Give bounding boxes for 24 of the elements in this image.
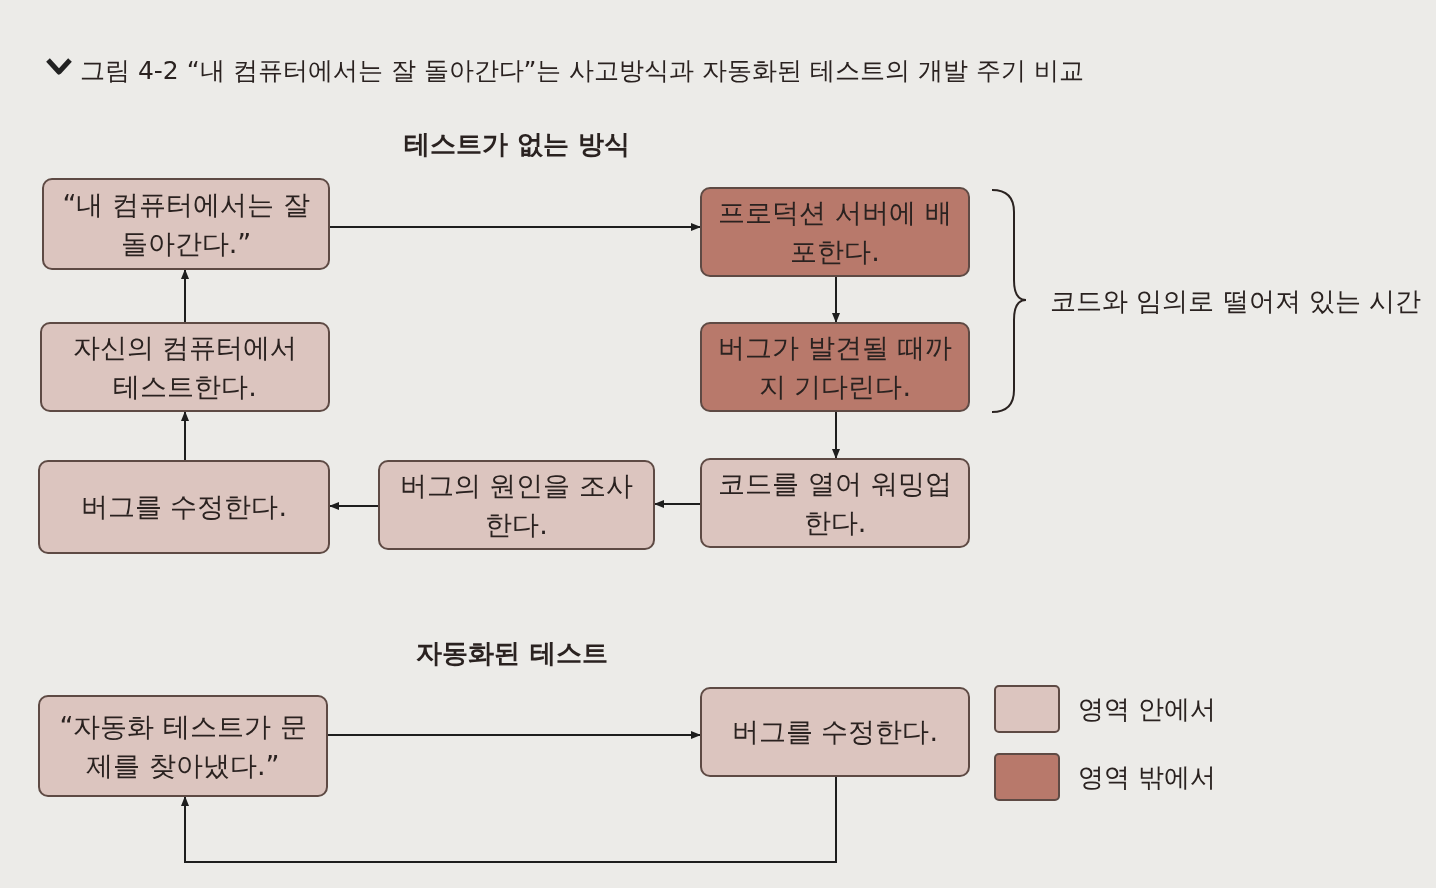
process-box: 프로덕션 서버에 배포한다. [700,187,970,277]
arrow [327,731,701,739]
arrow [181,269,189,323]
section-heading: 자동화된 테스트 [416,637,608,670]
figure-title: 그림 4-2 “내 컴퓨터에서는 잘 돌아간다”는 사고방식과 자동화된 테스트의 개발 주기 비교 [80,55,1085,87]
arrow [654,500,701,508]
process-box: 코드를 열어 워밍업한다. [700,458,970,548]
arrow [329,502,379,510]
arrow [329,223,701,231]
arrow [181,776,837,863]
arrow [832,276,840,323]
arrow [832,411,840,459]
process-box: 버그가 발견될 때까지 기다린다. [700,322,970,412]
legend-label: 영역 안에서 [1078,693,1217,726]
process-box: 자신의 컴퓨터에서 테스트한다. [40,322,330,412]
process-box: 버그를 수정한다. [38,460,330,554]
process-box: 버그의 원인을 조사한다. [378,460,655,550]
process-box: “내 컴퓨터에서는 잘 돌아간다.” [42,178,330,270]
process-box: “자동화 테스트가 문제를 찾아냈다.” [38,695,328,797]
section-heading: 테스트가 없는 방식 [403,128,631,161]
brace-label: 코드와 임의로 떨어져 있는 시간 [1050,285,1422,318]
arrow [181,411,189,461]
process-box: 버그를 수정한다. [700,687,970,777]
legend-label: 영역 밖에서 [1078,761,1217,794]
